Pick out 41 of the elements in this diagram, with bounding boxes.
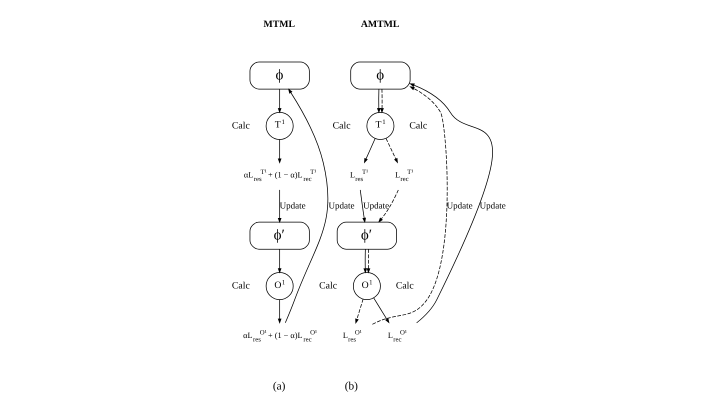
arrow bbox=[385, 138, 398, 164]
node-label: Calc bbox=[332, 120, 350, 132]
arrow bbox=[277, 299, 281, 324]
node-box: ϕ′ bbox=[249, 222, 310, 250]
node-circle: T$^{1}$ bbox=[366, 112, 394, 140]
arrow bbox=[277, 248, 281, 274]
node-box: ϕ′ bbox=[336, 222, 396, 250]
edge-label: Update bbox=[446, 200, 472, 210]
arrow bbox=[277, 88, 281, 114]
node-label: Calc bbox=[318, 280, 337, 292]
label: (a) bbox=[272, 380, 285, 392]
node-label: Calc bbox=[395, 280, 414, 292]
arrow bbox=[376, 88, 380, 114]
label: (b) bbox=[344, 380, 358, 392]
arrow bbox=[366, 248, 370, 274]
node-label: Calc bbox=[231, 120, 250, 132]
label: MTML bbox=[262, 18, 294, 30]
label: AMTML bbox=[360, 18, 399, 30]
arrow bbox=[372, 86, 448, 325]
node-label: Calc bbox=[231, 280, 250, 292]
arrow bbox=[359, 190, 366, 224]
arrow bbox=[277, 190, 281, 224]
arrow bbox=[408, 83, 492, 324]
arrow bbox=[284, 88, 328, 324]
arrow bbox=[380, 88, 384, 114]
edge-label: Update bbox=[328, 200, 354, 210]
node-circle: T$^{1}$ bbox=[265, 112, 294, 140]
arrow bbox=[372, 298, 389, 324]
edge-label: Update bbox=[362, 200, 389, 210]
arrow bbox=[277, 139, 281, 164]
arrow bbox=[378, 190, 398, 223]
edge-label: Update bbox=[479, 200, 506, 210]
arrow bbox=[362, 248, 367, 274]
node-circle: O$^{1}$ bbox=[352, 272, 380, 300]
node-label: Calc bbox=[408, 120, 427, 132]
node-box: ϕ bbox=[350, 62, 410, 90]
node-circle: O$^{1}$ bbox=[265, 272, 294, 300]
arrow bbox=[364, 138, 376, 164]
arrow bbox=[354, 298, 363, 324]
node-box: ϕ bbox=[249, 62, 310, 90]
edge-label: Update bbox=[279, 200, 306, 210]
